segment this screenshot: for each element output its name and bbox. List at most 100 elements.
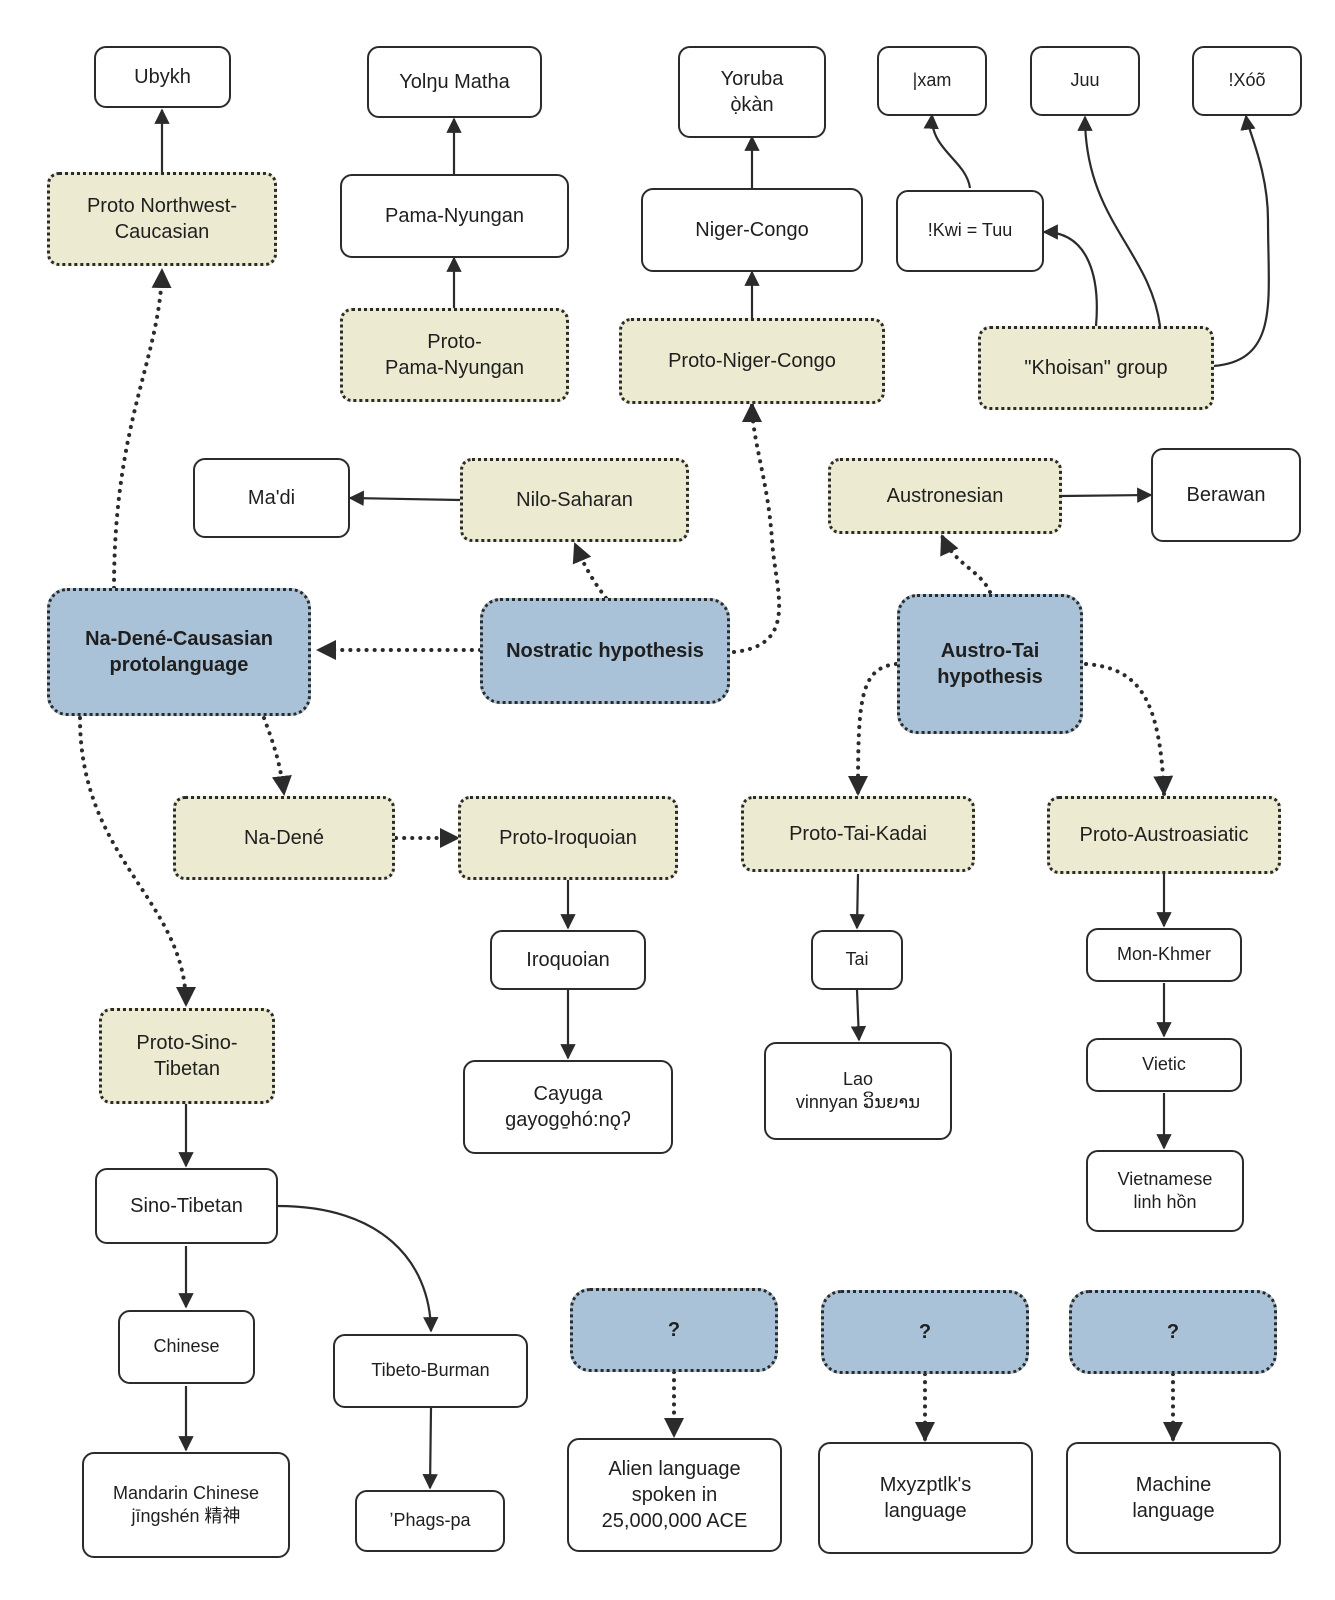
node-label: Mon-Khmer — [1116, 944, 1212, 965]
node-berawan: Berawan — [1151, 448, 1301, 542]
node-label: Alien language spoken in 25,000,000 ACE — [601, 1458, 748, 1532]
edge-nostratic-protonigercongo — [732, 402, 782, 654]
node-tibeto-burman: Tibeto-Burman — [333, 1334, 528, 1408]
edge-khoisan-kwi — [1042, 224, 1098, 327]
node-label: Cayuga gayogo̱hó:nǫʔ — [505, 1083, 631, 1131]
edge-austrotai-protoaustroasiatic — [1084, 662, 1174, 796]
node-na-dene-caucasian-protolanguage: Na-Dené-Causasian protolanguage — [47, 588, 311, 716]
node-xoo: !Xóõ — [1192, 46, 1302, 116]
node-ubykh: Ubykh — [94, 46, 231, 108]
node-cayuga: Cayuga gayogo̱hó:nǫʔ — [463, 1060, 673, 1154]
node-label: Sino-Tibetan — [130, 1195, 243, 1217]
node-label: Pama-Nyungan — [385, 205, 524, 227]
node-pama-nyungan: Pama-Nyungan — [340, 174, 569, 258]
node-unknown-3: ? — [1069, 1290, 1277, 1374]
node-nostratic-hypothesis: Nostratic hypothesis — [480, 598, 730, 704]
node-lao: Lao vinnyan ວິນຍານ — [764, 1042, 952, 1140]
node-label: Proto-Niger-Congo — [668, 350, 836, 372]
node-label: Ma'di — [247, 487, 296, 509]
node-label: Vietnamese linh hồn — [1117, 1168, 1213, 1212]
node-proto-austroasiatic: Proto-Austroasiatic — [1047, 796, 1281, 874]
node-sino-tibetan: Sino-Tibetan — [95, 1168, 278, 1244]
node-vietic: Vietic — [1086, 1038, 1242, 1092]
node-unknown-2: ? — [821, 1290, 1029, 1374]
node-label: !Xóõ — [1228, 70, 1266, 91]
edge-nilosaharan-madi — [348, 490, 461, 506]
node-label: Machine language — [1132, 1474, 1215, 1522]
node-label: Juu — [1070, 70, 1100, 91]
node-proto-northwest-caucasian: Proto Northwest- Caucasian — [47, 172, 277, 266]
node-unknown-1: ? — [570, 1288, 778, 1372]
edge-nostratic-nilosaharan — [572, 542, 608, 600]
node-label: Yoruba ọ̀kàn — [720, 68, 784, 116]
node-label: Proto- Pama-Nyungan — [385, 331, 524, 379]
edge-tibetoburman-phagspa — [422, 1407, 438, 1490]
node-madi: Ma'di — [193, 458, 350, 538]
node-label: Proto-Tai-Kadai — [789, 823, 927, 845]
edge-khoisan-juu — [1077, 115, 1162, 327]
edge-nadenecaucasian-nwcaucasian — [112, 268, 172, 590]
node-label: Vietic — [1142, 1054, 1186, 1075]
node-label: Nilo-Saharan — [516, 489, 633, 511]
node-label: Austro-Tai hypothesis — [937, 640, 1043, 688]
node-yolngu-matha: Yolŋu Matha — [367, 46, 542, 118]
node-machine-language: Machine language — [1066, 1442, 1281, 1554]
node-na-dene: Na-Dené — [173, 796, 395, 880]
node-label: "Khoisan" group — [1024, 357, 1168, 379]
node-proto-tai-kadai: Proto-Tai-Kadai — [741, 796, 975, 872]
node-mon-khmer: Mon-Khmer — [1086, 928, 1242, 982]
node-label: ʼPhags-pa — [389, 1510, 471, 1531]
node-xam: |xam — [877, 46, 987, 116]
node-label: Lao vinnyan ວິນຍານ — [795, 1068, 921, 1112]
node-label: Na-Dené-Causasian protolanguage — [85, 628, 273, 676]
node-label: Na-Dené — [243, 827, 325, 849]
node-nilo-saharan: Nilo-Saharan — [460, 458, 689, 542]
edge-tai-lao — [850, 989, 867, 1042]
node-label: !Kwi = Tuu — [927, 220, 1013, 241]
node-proto-niger-congo: Proto-Niger-Congo — [619, 318, 885, 404]
node-kwi-tuu: !Kwi = Tuu — [896, 190, 1044, 272]
node-label: Proto-Austroasiatic — [1079, 824, 1249, 846]
node-iroquoian: Iroquoian — [490, 930, 646, 990]
node-austro-tai-hypothesis: Austro-Tai hypothesis — [897, 594, 1083, 734]
node-label: Berawan — [1186, 484, 1266, 506]
edge-austrotai-prototaikadai — [848, 662, 898, 796]
edge-nadenecaucasian-protosinotibetan — [78, 716, 196, 1007]
node-label: Iroquoian — [526, 949, 610, 971]
node-mandarin-chinese: Mandarin Chinese jīngshén 精神 — [82, 1452, 290, 1558]
node-vietnamese: Vietnamese linh hồn — [1086, 1150, 1244, 1232]
node-label: Mxyzptlk's language — [879, 1474, 972, 1522]
node-label: Proto-Iroquoian — [499, 827, 637, 849]
node-label: Ubykh — [134, 66, 191, 88]
node-label: Proto Northwest- Caucasian — [86, 195, 238, 243]
edge-austrotai-austronesian — [940, 534, 992, 594]
node-yoruba: Yoruba ọ̀kàn — [678, 46, 826, 138]
node-khoisan-group: "Khoisan" group — [978, 326, 1214, 410]
edge-austronesian-berawan — [1061, 487, 1153, 503]
node-austronesian: Austronesian — [828, 458, 1062, 534]
edge-kwi-xam — [923, 113, 972, 189]
node-label: Nostratic hypothesis — [506, 640, 704, 662]
node-label: ? — [667, 1319, 681, 1341]
edge-sinotibetan-tibetoburman — [277, 1204, 439, 1333]
node-label: Tibeto-Burman — [371, 1360, 490, 1381]
node-label: Proto-Sino- Tibetan — [136, 1032, 238, 1080]
node-label: Yolŋu Matha — [399, 71, 510, 93]
node-chinese: Chinese — [118, 1310, 255, 1384]
node-niger-congo: Niger-Congo — [641, 188, 863, 272]
edge-prototaikadai-tai — [849, 873, 865, 930]
node-label: Niger-Congo — [695, 219, 809, 241]
node-proto-sino-tibetan: Proto-Sino- Tibetan — [99, 1008, 275, 1104]
node-label: |xam — [912, 70, 952, 91]
node-label: Chinese — [153, 1336, 220, 1357]
node-proto-iroquoian: Proto-Iroquoian — [458, 796, 678, 880]
edge-nadenecaucasian-nadene — [262, 716, 292, 796]
node-label: ? — [1166, 1321, 1180, 1343]
node-phags-pa: ʼPhags-pa — [355, 1490, 505, 1552]
node-label: Austronesian — [886, 485, 1004, 507]
node-proto-pama-nyungan: Proto- Pama-Nyungan — [340, 308, 569, 402]
edge-khoisan-xoo — [1213, 114, 1270, 368]
node-label: ? — [918, 1321, 932, 1343]
node-label: Tai — [845, 949, 869, 970]
node-juu: Juu — [1030, 46, 1140, 116]
